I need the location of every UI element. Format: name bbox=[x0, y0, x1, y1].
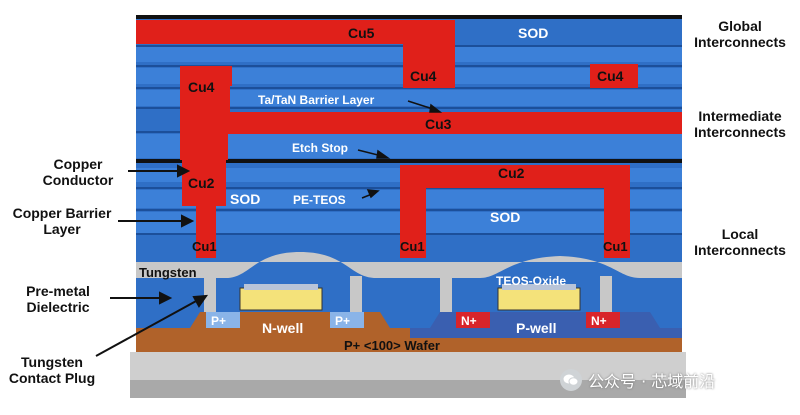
tungsten-layer bbox=[136, 252, 682, 278]
substrate-strip bbox=[136, 338, 682, 352]
tungsten-plug-line-1: Tungsten bbox=[21, 354, 83, 370]
cu4-right-metal bbox=[590, 64, 638, 88]
cu4-mid-label: Cu4 bbox=[410, 68, 437, 84]
p-well-label: P-well bbox=[516, 320, 556, 336]
cu5-metal bbox=[136, 20, 455, 88]
top-cap-line bbox=[136, 15, 682, 19]
copper-conductor-line-1: Copper bbox=[53, 156, 103, 172]
local-interconnects-label: Local Interconnects bbox=[688, 226, 792, 258]
watermark: 公众号 · 芯域前沿 bbox=[560, 366, 792, 394]
gate-left bbox=[239, 287, 323, 311]
local-line-2: Interconnects bbox=[694, 242, 786, 258]
copper-barrier-label: Copper Barrier Layer bbox=[4, 205, 120, 237]
etch-stop-label: Etch Stop bbox=[292, 141, 348, 155]
wechat-icon bbox=[560, 369, 582, 391]
copper-conductor-line-2: Conductor bbox=[42, 172, 114, 188]
cu3-label: Cu3 bbox=[425, 116, 452, 132]
gate-right-cap bbox=[502, 284, 576, 290]
barrier-layer-label: Ta/TaN Barrier Layer bbox=[258, 93, 375, 107]
premetal-dielectric-label: Pre-metal Dielectric bbox=[6, 283, 110, 315]
n-plus-2-label: N+ bbox=[591, 314, 607, 328]
cu2-right-metal bbox=[400, 165, 630, 258]
tungsten-contact-plug-label: Tungsten Contact Plug bbox=[4, 354, 100, 386]
p-plus-1-region bbox=[206, 312, 240, 328]
global-line-1: Global bbox=[718, 18, 762, 34]
cu1-left-label: Cu1 bbox=[192, 239, 217, 254]
left-label-arrows bbox=[95, 164, 209, 357]
n-well-label: N-well bbox=[262, 320, 303, 336]
sod-right-label: SOD bbox=[490, 209, 520, 225]
intermediate-interconnects-label: Intermediate Interconnects bbox=[688, 108, 792, 140]
teos-oxide-label: TEOS-Oxide bbox=[496, 274, 566, 288]
premetal-line-1: Pre-metal bbox=[26, 283, 90, 299]
cu1-right-label: Cu1 bbox=[603, 239, 628, 254]
premetal-line-2: Dielectric bbox=[26, 299, 90, 315]
cu4-left-label: Cu4 bbox=[188, 79, 215, 95]
copper-barrier-line-1: Copper Barrier bbox=[12, 205, 112, 221]
global-interconnects-label: Global Interconnects bbox=[688, 18, 792, 50]
p-plus-2-region bbox=[330, 312, 364, 328]
cu2-right-label: Cu2 bbox=[498, 165, 525, 181]
sod-top-label: SOD bbox=[518, 25, 548, 41]
cu2-left-label: Cu2 bbox=[188, 175, 215, 191]
intermediate-line-2: Interconnects bbox=[694, 124, 786, 140]
n-plus-2-region bbox=[586, 312, 620, 328]
cu5-label: Cu5 bbox=[348, 25, 375, 41]
tungsten-plug-line-2: Contact Plug bbox=[8, 370, 96, 386]
wafer-label: P+ <100> Wafer bbox=[344, 338, 440, 353]
local-line-1: Local bbox=[721, 226, 759, 242]
p-plus-1-label: P+ bbox=[211, 314, 226, 328]
internal-arrows bbox=[357, 100, 443, 199]
copper-conductor-label: Copper Conductor bbox=[28, 156, 128, 188]
n-plus-1-region bbox=[456, 312, 490, 328]
cu1-mid-label: Cu1 bbox=[400, 239, 425, 254]
gate-right bbox=[497, 287, 581, 311]
intermediate-line-1: Intermediate bbox=[698, 108, 782, 124]
cu4-left-metal bbox=[180, 66, 232, 86]
global-line-2: Interconnects bbox=[694, 34, 786, 50]
n-plus-1-label: N+ bbox=[461, 314, 477, 328]
tungsten-label: Tungsten bbox=[139, 265, 197, 280]
cu2-left-metal bbox=[182, 160, 226, 258]
cu4-right-label: Cu4 bbox=[597, 68, 624, 84]
gate-left-cap bbox=[244, 284, 318, 290]
tungsten-plugs bbox=[204, 276, 612, 312]
copper-barrier-line-2: Layer bbox=[43, 221, 81, 237]
etch-stop-line bbox=[136, 159, 682, 163]
wafer-shadow bbox=[130, 380, 686, 398]
sod-left-label: SOD bbox=[230, 191, 260, 207]
cu3-metal bbox=[180, 86, 682, 160]
watermark-text: 公众号 · 芯域前沿 bbox=[588, 372, 716, 391]
p-plus-2-label: P+ bbox=[335, 314, 350, 328]
pe-teos-label: PE-TEOS bbox=[293, 193, 346, 207]
